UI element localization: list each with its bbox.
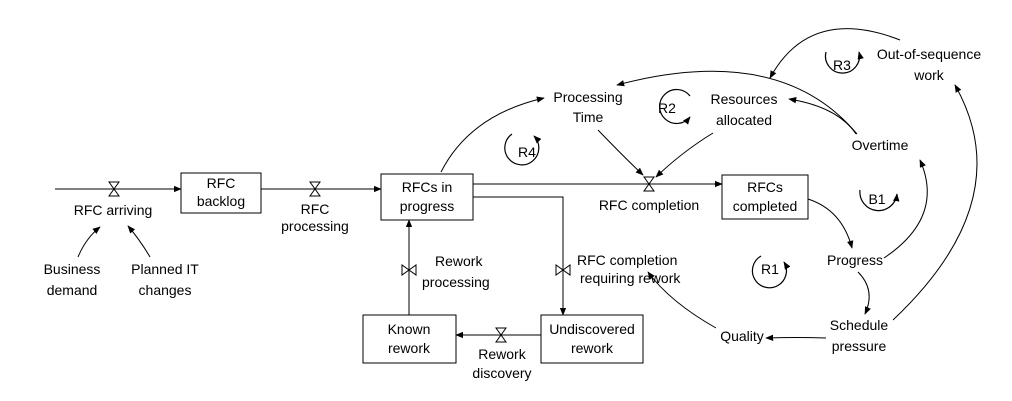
variable-out-of-sequence-work-2: work bbox=[913, 67, 945, 83]
stock-undiscovered-rework: Undiscovered rework bbox=[540, 314, 644, 364]
variable-overtime: Overtime bbox=[852, 137, 909, 153]
link-schedule-pressure-to-quality bbox=[765, 334, 827, 341]
stock-label: rework bbox=[388, 340, 431, 356]
valves bbox=[108, 176, 655, 343]
variable-schedule-pressure-1: Schedule bbox=[830, 317, 889, 333]
flow-label-rework-discovery-2: discovery bbox=[472, 365, 531, 381]
link-rfcs-in-progress-to-processing-time bbox=[440, 96, 545, 173]
stock-rfc-backlog: RFC backlog bbox=[180, 172, 262, 214]
flow-label-rework-processing-2: processing bbox=[422, 274, 490, 290]
loop-marker-r2: R2 bbox=[658, 88, 691, 125]
valve-rfc-arriving bbox=[108, 181, 120, 197]
link-progress-to-schedule-pressure bbox=[857, 271, 871, 315]
flow-label-rework-processing-1: Rework bbox=[435, 253, 483, 269]
variable-progress: Progress bbox=[827, 252, 883, 268]
stock-label: RFCs bbox=[747, 179, 783, 195]
stock-label: Undiscovered bbox=[549, 321, 635, 337]
variable-planned-it-changes-2: changes bbox=[139, 282, 192, 298]
loop-marker-r4: R4 bbox=[504, 133, 542, 166]
loop-label-r3: R3 bbox=[833, 57, 851, 73]
variable-business-demand-2: demand bbox=[47, 282, 98, 298]
loop-label-r1: R1 bbox=[761, 261, 779, 277]
stock-rfcs-in-progress: RFCs in progress bbox=[380, 173, 474, 221]
pipe-rfc-completion-requiring-rework bbox=[473, 196, 567, 316]
link-resources-allocated-to-rfc-completion bbox=[655, 132, 714, 178]
stock-label: rework bbox=[571, 340, 614, 356]
stock-known-rework: Known rework bbox=[362, 314, 457, 364]
loop-label-r2: R2 bbox=[658, 100, 676, 116]
flow-label-rfc-completion: RFC completion bbox=[599, 197, 699, 213]
stock-label: completed bbox=[733, 198, 798, 214]
variable-processing-time-2: Time bbox=[573, 109, 604, 125]
loop-marker-b1: B1 bbox=[859, 189, 900, 212]
loop-label-r4: R4 bbox=[518, 144, 536, 160]
variable-schedule-pressure-2: pressure bbox=[832, 338, 887, 354]
variable-out-of-sequence-work-1: Out-of-sequence bbox=[877, 46, 981, 62]
link-overtime-to-processing-time bbox=[616, 70, 858, 135]
valve-rfc-processing bbox=[309, 181, 321, 197]
stock-label: backlog bbox=[197, 193, 245, 209]
link-quality-to-rfc-completion-requiring-rework bbox=[647, 271, 717, 329]
link-business-demand-to-rfc-arriving bbox=[77, 226, 101, 258]
flow-label-rfc-completion-requiring-rework-2: requiring rework bbox=[580, 270, 681, 286]
link-schedule-pressure-to-out-of-sequence-work bbox=[892, 84, 978, 321]
variable-processing-time-1: Processing bbox=[553, 89, 622, 105]
causal-links bbox=[77, 28, 978, 341]
loop-marker-r1: R1 bbox=[751, 255, 791, 289]
link-planned-it-changes-to-rfc-arriving bbox=[127, 225, 151, 258]
flow-label-rework-discovery-1: Rework bbox=[478, 346, 526, 362]
variable-resources-allocated-1: Resources bbox=[711, 91, 778, 107]
flow-label-rfc-arriving: RFC arriving bbox=[74, 202, 153, 218]
flow-pipes bbox=[55, 180, 723, 339]
stock-label: RFCs in bbox=[402, 179, 453, 195]
valve-rfc-completion-requiring-rework bbox=[555, 264, 571, 276]
stock-label: progress bbox=[400, 198, 454, 214]
variable-business-demand-1: Business bbox=[44, 261, 101, 277]
link-out-of-sequence-work-to-resources-allocated bbox=[769, 28, 901, 79]
link-overtime-to-resources-allocated bbox=[788, 97, 857, 135]
link-progress-to-overtime bbox=[883, 159, 928, 259]
link-rfcs-completed-to-progress bbox=[807, 198, 854, 249]
stock-rfcs-completed: RFCs completed bbox=[721, 174, 809, 220]
stock-label: RFC bbox=[207, 175, 236, 191]
flow-label-rfc-completion-requiring-rework-1: RFC completion bbox=[577, 252, 677, 268]
flow-label-rfc-processing-1: RFC bbox=[301, 201, 330, 217]
variable-resources-allocated-2: allocated bbox=[716, 112, 772, 128]
loop-label-b1: B1 bbox=[868, 191, 885, 207]
valve-rfc-completion bbox=[643, 176, 655, 192]
variable-quality: Quality bbox=[720, 328, 764, 344]
link-processing-time-to-rfc-completion bbox=[597, 129, 644, 176]
valve-rework-processing bbox=[401, 264, 417, 276]
valve-rework-discovery bbox=[495, 327, 507, 343]
loop-marker-r3: R3 bbox=[824, 51, 864, 74]
variable-planned-it-changes-1: Planned IT bbox=[131, 261, 199, 277]
stock-label: Known bbox=[388, 321, 431, 337]
flow-label-rfc-processing-2: processing bbox=[281, 218, 349, 234]
